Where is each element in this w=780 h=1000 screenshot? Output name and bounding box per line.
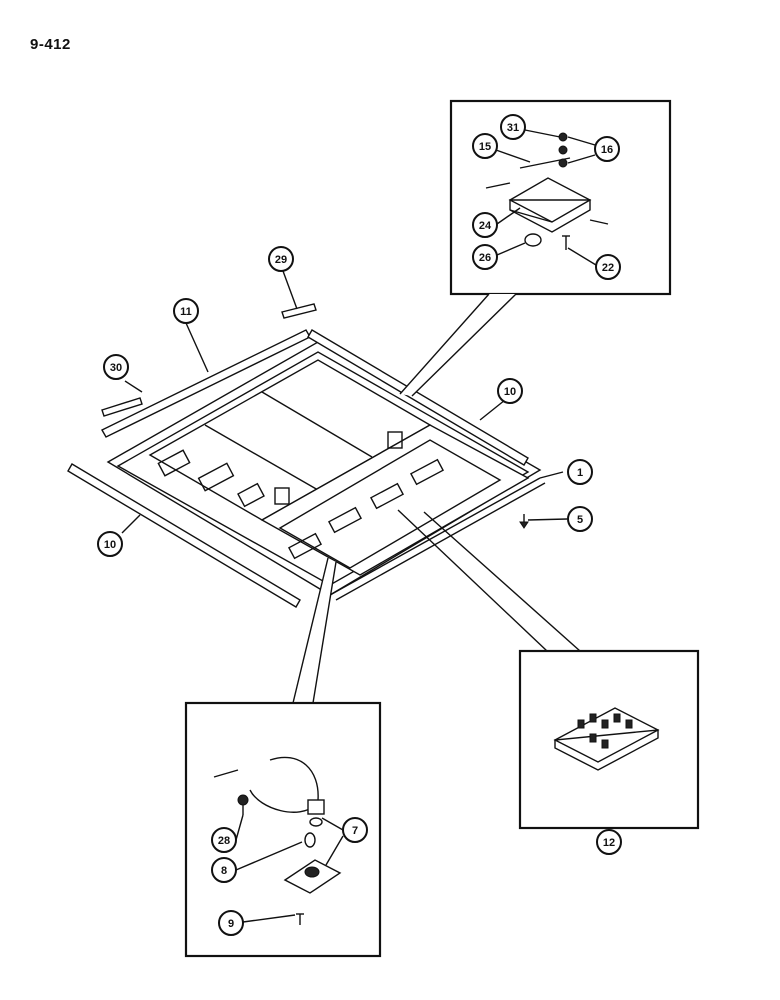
callout-5: 5 [567,506,593,532]
callout-8: 8 [211,857,237,883]
callout-26: 26 [472,244,498,270]
inset-dome-light [399,99,672,397]
svg-text:26: 26 [479,252,491,264]
svg-text:8: 8 [221,865,227,877]
callout-9: 9 [218,910,244,936]
svg-text:16: 16 [601,144,613,156]
svg-text:30: 30 [110,362,122,374]
svg-text:1: 1 [577,467,583,479]
page-number: 9-412 [30,36,71,53]
svg-text:9: 9 [228,918,234,930]
svg-text:10: 10 [504,386,516,398]
svg-text:11: 11 [180,306,192,318]
callout-11: 11 [173,298,199,324]
headliner-panel [106,341,546,601]
seal-strips [67,303,529,608]
callout-12: 12 [596,829,622,855]
svg-text:5: 5 [577,514,583,526]
callout-24: 24 [472,212,498,238]
svg-text:31: 31 [507,122,519,134]
callout-22: 22 [595,254,621,280]
svg-text:29: 29 [275,254,287,266]
callout-15: 15 [472,133,498,159]
callout-7: 7 [342,817,368,843]
callout-1: 1 [567,459,593,485]
callout-10-right: 10 [497,378,523,404]
inset-fuse-block [397,509,700,830]
callout-16: 16 [594,136,620,162]
callout-29: 29 [268,246,294,272]
callout-28: 28 [211,827,237,853]
svg-text:10: 10 [104,539,116,551]
svg-text:12: 12 [603,837,615,849]
inset-switch [184,557,382,958]
svg-text:24: 24 [479,220,492,232]
svg-text:22: 22 [602,262,614,274]
svg-text:28: 28 [218,835,230,847]
leader-lines [121,129,597,923]
callout-10-left: 10 [97,531,123,557]
svg-text:15: 15 [479,141,491,153]
callout-30: 30 [103,354,129,380]
callout-31: 31 [500,114,526,140]
svg-text:7: 7 [352,825,358,837]
screw-5 [519,514,529,529]
